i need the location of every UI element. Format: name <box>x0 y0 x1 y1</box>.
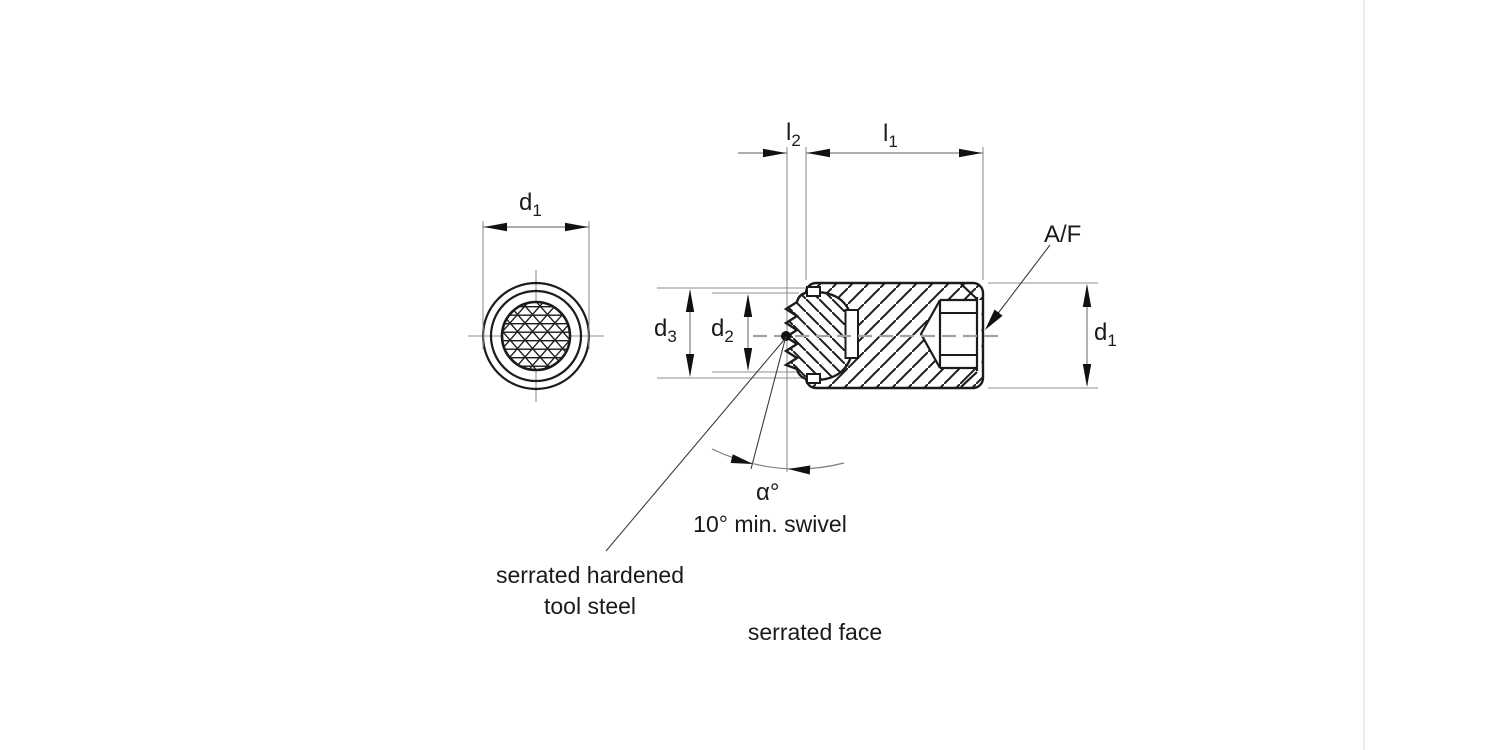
label-face-note: serrated face <box>748 619 882 645</box>
chamfer-top-right <box>960 283 978 300</box>
dimension-l2-l1: l2 l1 <box>738 119 983 158</box>
arrowhead-angle-right <box>788 465 811 475</box>
front-pad-circle <box>489 289 583 383</box>
label-swivel-note: 10° min. swivel <box>693 511 847 537</box>
arrowhead-right <box>565 222 588 232</box>
label-d3: d3 <box>654 315 677 346</box>
label-alpha: α° <box>756 479 779 506</box>
arrowhead-d1-down <box>1082 364 1092 387</box>
dimension-d1-front: d1 <box>482 189 590 349</box>
label-d1-front: d1 <box>519 189 542 220</box>
arrowhead-l1-right <box>959 148 982 158</box>
swivel-angle-annotation: α° 10° min. swivel <box>605 331 847 552</box>
label-material-note-line1: serrated hardened <box>496 562 684 588</box>
arrowhead-d2-up <box>743 294 753 317</box>
arrowhead-l1-left <box>807 148 830 158</box>
leader-to-material-note <box>605 339 785 552</box>
arrowhead-left <box>484 222 507 232</box>
pad-retainer-bottom <box>806 373 821 384</box>
chamfer-bottom-right <box>960 371 978 388</box>
label-material-note-line2: tool steel <box>544 593 636 619</box>
dimension-d2: d2 <box>711 294 753 371</box>
text-notes: serrated hardened tool steel serrated fa… <box>496 562 882 645</box>
pad-socket-slot <box>844 309 859 359</box>
arrowhead-d3-up <box>685 289 695 312</box>
front-view: d1 <box>468 189 604 402</box>
arrowhead-d3-down <box>685 354 695 377</box>
arrowhead-af <box>985 309 1003 330</box>
label-d1-side: d1 <box>1094 319 1117 350</box>
pad-retainer-top <box>806 286 821 297</box>
dimension-d3: d3 <box>654 289 695 377</box>
label-l1: l1 <box>883 120 898 151</box>
label-d2: d2 <box>711 315 734 346</box>
hex-socket <box>919 283 982 388</box>
arrowhead-d1-up <box>1082 284 1092 307</box>
dimension-d1-side: d1 <box>988 282 1117 389</box>
callout-af: A/F <box>985 221 1081 330</box>
angle-arc <box>711 448 845 470</box>
arrowhead-l2 <box>763 148 786 158</box>
socket-cone <box>919 299 941 369</box>
label-af: A/F <box>1044 221 1081 248</box>
arrowhead-angle-left <box>730 454 753 464</box>
front-serrated-face <box>500 300 572 372</box>
label-l2: l2 <box>786 119 801 150</box>
page-divider-line <box>1363 0 1365 750</box>
arrowhead-d2-down <box>743 348 753 371</box>
swivel-axis-line <box>750 335 787 470</box>
side-view: l2 l1 d3 d2 <box>605 119 1117 552</box>
